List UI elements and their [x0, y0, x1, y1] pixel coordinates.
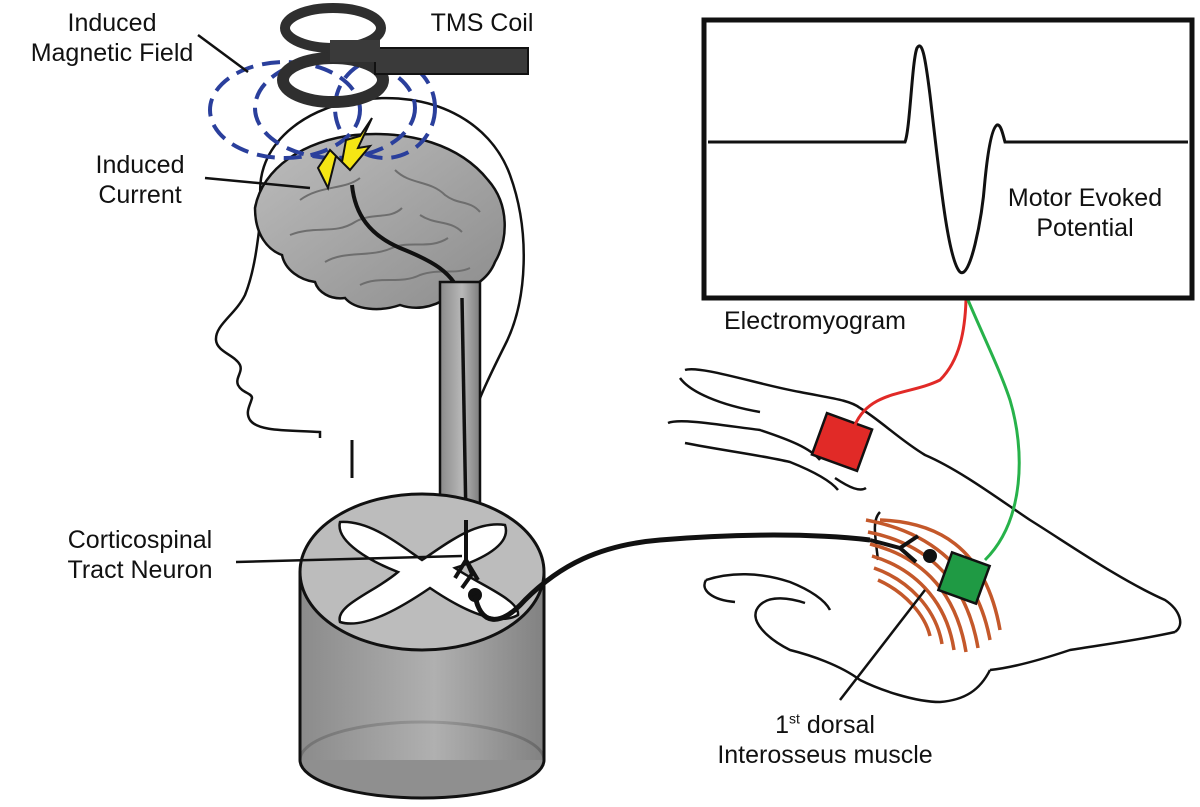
- lower-motor-axon: [472, 532, 871, 622]
- label-induced-current: Induced Current: [70, 150, 210, 210]
- label-induced-magnetic-field: Induced Magnetic Field: [12, 8, 212, 68]
- label-mep-line1: Motor Evoked: [1007, 184, 1163, 212]
- induced-current-pointer: [204, 176, 311, 190]
- emg-display: [701, 17, 1195, 301]
- mep-trace: [708, 44, 1188, 275]
- label-motor-evoked-potential: Motor Evoked Potential: [985, 183, 1185, 243]
- corticospinal-synapse: [453, 520, 480, 590]
- tms-coil: [277, 3, 529, 108]
- thumb-crease: [873, 511, 881, 561]
- label-corticospinal-tract-neuron: Corticospinal Tract Neuron: [40, 525, 240, 585]
- muscle-pointer: [839, 589, 926, 701]
- label-mep-line2: Potential: [1036, 214, 1134, 242]
- brain-gyri: [289, 169, 481, 286]
- label-ctn-line1: Corticospinal: [67, 526, 213, 554]
- neuromuscular-junction: [869, 534, 920, 564]
- ctn-pointer: [235, 554, 463, 564]
- induced-current-bolt: [316, 117, 373, 191]
- green-wire: [966, 299, 1021, 562]
- label-ctn-line2: Tract Neuron: [67, 556, 213, 584]
- label-tms-coil: TMS Coil: [430, 9, 534, 37]
- label-muscle-line1: 1st dorsal: [690, 710, 960, 740]
- head-outline: [214, 96, 525, 446]
- label-electromyogram: Electromyogram: [724, 307, 906, 335]
- red-electrode: [810, 411, 874, 473]
- label-magnetic-line1: Induced: [67, 9, 157, 37]
- spinal-tract: [438, 280, 482, 519]
- upper-motor-axon: [350, 184, 464, 301]
- magnetic-field-pointer: [197, 33, 249, 74]
- label-dorsal-interosseus: 1st dorsal Interosseus muscle: [690, 710, 960, 770]
- label-magnetic-line2: Magnetic Field: [30, 39, 194, 67]
- label-current-line2: Current: [98, 181, 182, 209]
- spinal-cord-segment: [298, 492, 546, 800]
- green-electrode: [936, 550, 992, 606]
- label-muscle-suffix: st: [788, 710, 800, 727]
- hand-outline: [667, 367, 1182, 704]
- axon-in-tract: [460, 297, 468, 521]
- label-current-line1: Induced: [95, 151, 185, 179]
- label-muscle-line2: Interosseus muscle: [717, 741, 933, 769]
- red-wire: [853, 299, 968, 426]
- label-muscle-rest: dorsal: [799, 711, 875, 739]
- junction-dot: [923, 549, 937, 563]
- label-muscle-number: 1: [775, 711, 789, 739]
